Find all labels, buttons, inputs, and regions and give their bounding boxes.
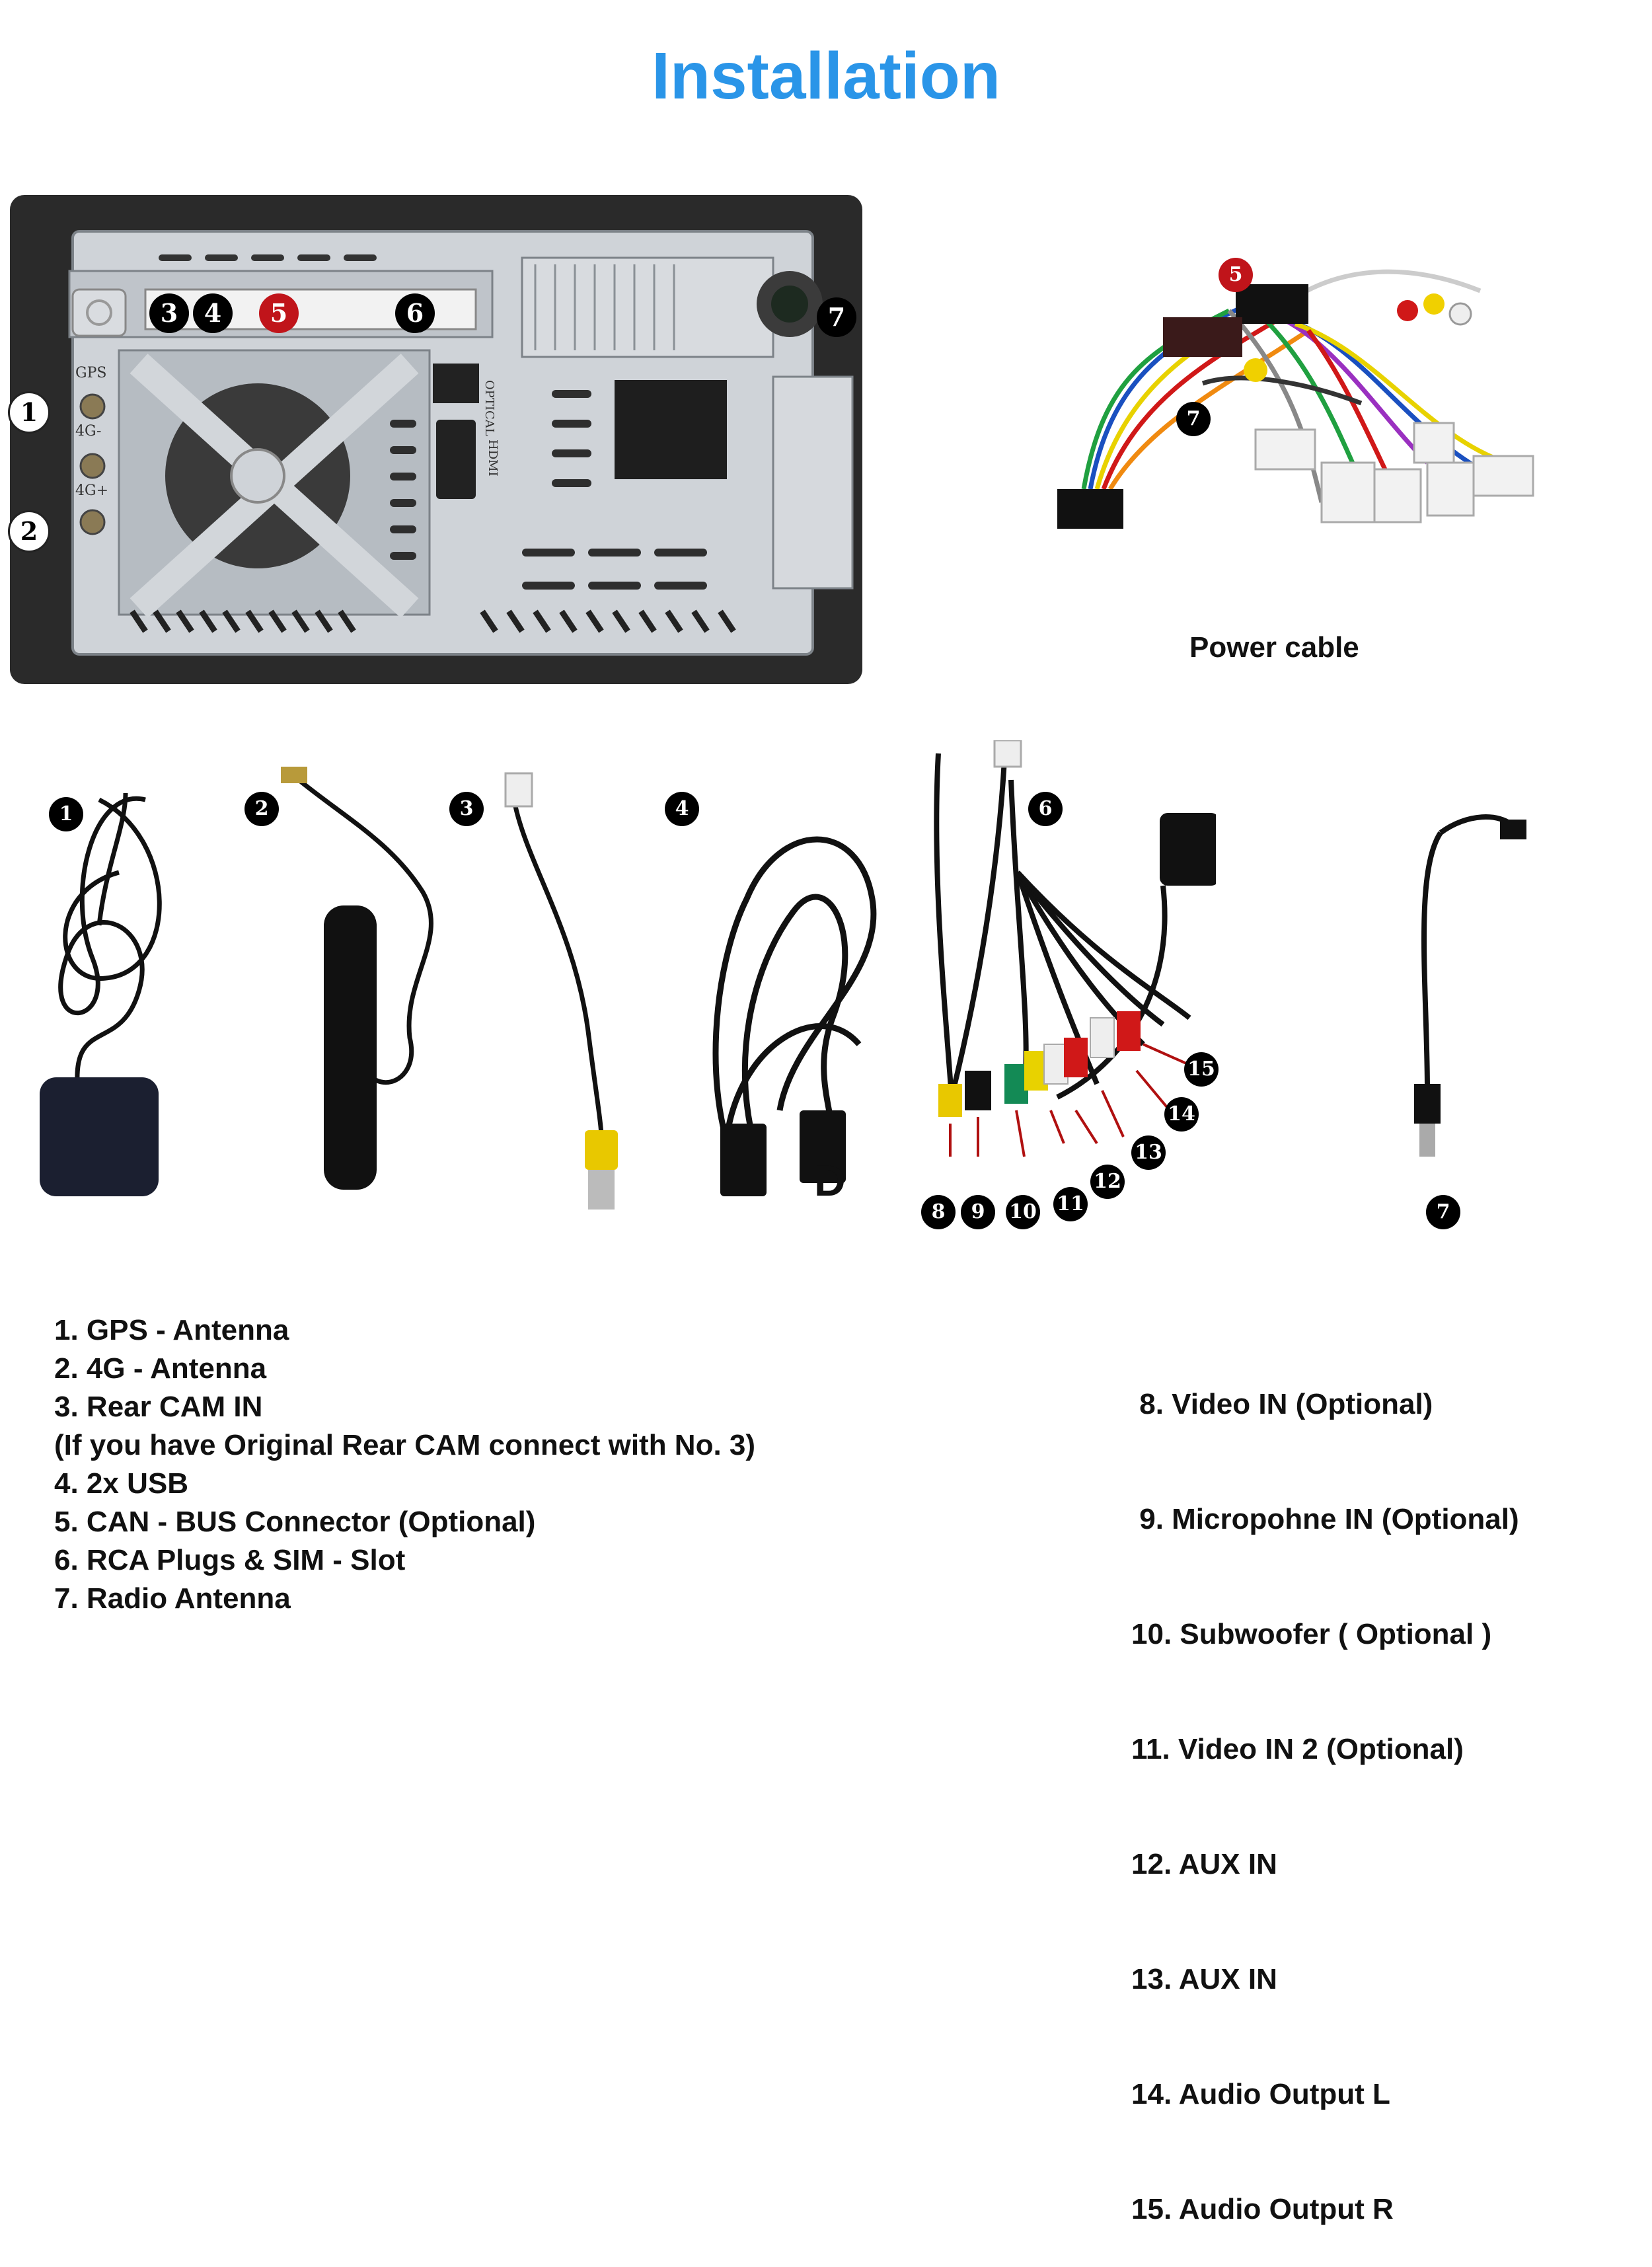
gps-antenna-image (40, 792, 162, 1196)
connection-list-right: 8. Video IN (Optional) 9. Micropohne IN … (1131, 1309, 1519, 2267)
port-badge-1: 1 (8, 391, 50, 434)
list-item: 13. AUX IN (1131, 1963, 1277, 1995)
part-badge-4: 4 (665, 792, 699, 826)
rca-badge-14: 14 (1164, 1097, 1199, 1132)
rca-badge-11: 11 (1053, 1187, 1088, 1221)
part-badge-3: 3 (449, 792, 484, 826)
list-item: 2. 4G - Antenna (54, 1352, 267, 1385)
list-item: 8. Video IN (Optional) (1131, 1388, 1433, 1420)
harness-badge-5: 5 (1219, 258, 1253, 292)
power-cable-harness (1057, 269, 1534, 529)
port-badge-4: 4 (193, 293, 233, 333)
rca-badge-15: 15 (1184, 1052, 1219, 1087)
list-item: 5. CAN - BUS Connector (Optional) (54, 1506, 536, 1538)
4g-antenna-image (281, 767, 433, 1190)
list-item: 7. Radio Antenna (54, 1582, 291, 1615)
usb-d-label: D (814, 1156, 846, 1205)
head-unit-rear-panel (10, 195, 862, 684)
rca-badge-13: 13 (1131, 1135, 1166, 1170)
port-badge-6: 6 (395, 293, 435, 333)
hdmi-port-label: HDMI (486, 440, 500, 477)
part-badge-6: 6 (1028, 792, 1063, 826)
list-item: 6. RCA Plugs & SIM - Slot (54, 1544, 406, 1576)
list-item: 11. Video IN 2 (Optional) (1131, 1733, 1464, 1765)
port-badge-3: 3 (149, 293, 189, 333)
usb-cable-image (712, 836, 877, 1196)
part-badge-7: 7 (1426, 1195, 1460, 1229)
optical-port-label: OPTICAL (482, 380, 496, 436)
port-badge-5: 5 (259, 293, 299, 333)
gps-port-label: GPS (75, 365, 107, 381)
list-item: 14. Audio Output L (1131, 2078, 1390, 2110)
page-title: Installation (652, 39, 1000, 113)
4g-plus-port-label: 4G+ (75, 482, 109, 499)
power-cable-caption: Power cable (1189, 631, 1359, 664)
list-item: 15. Audio Output R (1131, 2193, 1394, 2225)
rear-cam-cable-image (504, 772, 618, 1210)
port-badge-7: 7 (817, 297, 856, 337)
part-badge-2: 2 (244, 792, 279, 826)
rca-badge-9: 9 (961, 1195, 995, 1229)
list-item: (If you have Original Rear CAM connect w… (54, 1429, 756, 1461)
harness-badge-7: 7 (1176, 402, 1211, 436)
list-item: 9. Micropohne IN (Optional) (1131, 1503, 1519, 1535)
list-item: 12. AUX IN (1131, 1848, 1277, 1880)
radio-antenna-adapter-image (1414, 814, 1526, 1157)
rca-badge-10: 10 (1006, 1195, 1040, 1229)
list-item: 10. Subwoofer ( Optional ) (1131, 1618, 1492, 1650)
port-badge-2: 2 (8, 510, 50, 553)
connection-list-left: 1. GPS - Antenna 2. 4G - Antenna 3. Rear… (54, 1311, 755, 1618)
list-item: 3. Rear CAM IN (54, 1391, 263, 1423)
rca-badge-8: 8 (921, 1195, 956, 1229)
list-item: 1. GPS - Antenna (54, 1314, 289, 1346)
part-badge-1: 1 (49, 797, 83, 831)
rca-badge-12: 12 (1090, 1165, 1125, 1199)
list-item: 4. 2x USB (54, 1467, 188, 1500)
rca-sim-cable-image (934, 740, 1216, 1157)
4g-minus-port-label: 4G- (75, 423, 102, 440)
